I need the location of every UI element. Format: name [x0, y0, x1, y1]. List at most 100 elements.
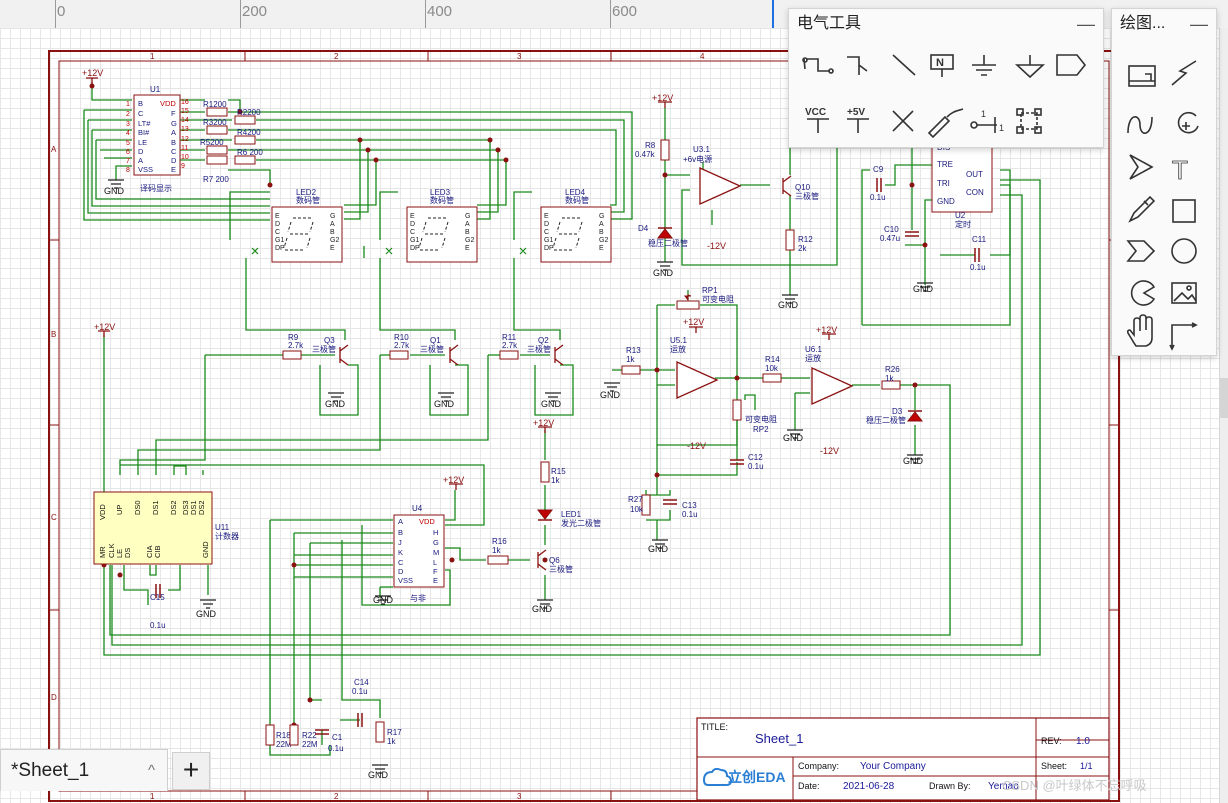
r15-resistor[interactable]: R15 1k — [540, 461, 566, 485]
c14-capacitor[interactable]: C14 0.1u — [352, 678, 369, 727]
frame-col-label: 2 — [334, 52, 339, 61]
svg-text:计数器: 计数器 — [215, 531, 239, 541]
scroll-handle[interactable] — [1220, 378, 1228, 418]
transistors[interactable] — [339, 175, 792, 571]
arc-icon[interactable] — [1177, 111, 1199, 134]
pin-icon[interactable]: 11 — [970, 109, 1004, 133]
group-icon[interactable] — [1016, 108, 1042, 134]
c13-capacitor[interactable]: C13 0.1u — [663, 499, 698, 519]
wires[interactable] — [83, 82, 1041, 756]
vcc-icon[interactable]: VCC — [805, 107, 829, 133]
r18-resistor[interactable]: R18 22M — [265, 724, 292, 749]
pencil-icon[interactable] — [1128, 195, 1156, 223]
ruler-tick — [240, 0, 241, 28]
net-port-icon[interactable] — [1056, 54, 1087, 76]
corner-icon[interactable] — [1169, 322, 1198, 351]
svg-text:定时: 定时 — [955, 219, 971, 229]
svg-text:22M: 22M — [302, 740, 318, 749]
base-resistors[interactable] — [282, 350, 519, 360]
netflag-gnd-icon[interactable] — [1014, 55, 1046, 79]
svg-text:DS0: DS0 — [133, 500, 142, 515]
pie-icon[interactable] — [1130, 280, 1156, 306]
svg-text:1k: 1k — [492, 546, 501, 555]
u11-counter[interactable]: VDD UP DS0 DS1 DS2 DS3 DS1 DS2 MR CLK LE… — [93, 491, 239, 565]
rect-icon[interactable] — [1172, 199, 1196, 223]
rp2-potentiometer[interactable]: 可变电阻 RP2 — [732, 399, 777, 434]
svg-text:DP: DP — [410, 245, 420, 252]
d4-zener[interactable]: D4 稳压二极管 — [638, 224, 688, 248]
svg-text:+12V: +12V — [652, 93, 673, 103]
resistor-bank[interactable] — [206, 107, 256, 165]
u1-decoder[interactable]: U1 译码显示 B C LT# BI# LE D A VSS VDD F G A… — [126, 85, 189, 193]
ground-icon[interactable] — [972, 55, 996, 76]
r27-resistor[interactable]: R27 10k — [628, 494, 651, 516]
r22-resistor[interactable]: R22 22M — [289, 724, 318, 749]
arrow-icon[interactable] — [1129, 154, 1154, 180]
no-connect-marks — [251, 247, 527, 255]
led1-diode[interactable]: LED1 发光二极管 — [536, 509, 601, 528]
svg-text:VDD: VDD — [98, 504, 107, 520]
net-label-icon[interactable]: N — [930, 54, 954, 77]
c12-capacitor[interactable]: C12 0.1u — [730, 453, 764, 471]
svg-text:+12V: +12V — [683, 317, 704, 327]
tab-sheet-1[interactable]: *Sheet_1 ^ — [0, 749, 168, 791]
d3-zener[interactable]: D3 稳压二极管 — [866, 407, 924, 425]
bezier-icon[interactable] — [1127, 116, 1153, 134]
vertical-scrollbar[interactable] — [1219, 28, 1228, 803]
schematic-canvas[interactable]: 1 2 3 4 1 2 3 4 5 A B C D — [0, 28, 1228, 803]
svg-text:GND: GND — [325, 399, 346, 409]
schematic-drawing[interactable]: 1 2 3 4 1 2 3 4 5 A B C D — [0, 28, 1228, 803]
svg-text:Company:: Company: — [798, 761, 839, 771]
rp1-potentiometer[interactable]: RP1 可变电阻 — [676, 286, 734, 310]
svg-text:D: D — [398, 567, 404, 576]
bus-icon[interactable] — [847, 56, 868, 75]
line-icon[interactable] — [892, 54, 916, 76]
svg-text:GND: GND — [913, 284, 934, 294]
svg-text:VCC: VCC — [805, 107, 826, 118]
r12-resistor[interactable]: R12 2k — [785, 229, 813, 253]
minimize-button[interactable]: — — [1077, 14, 1095, 34]
wire-icon[interactable] — [802, 57, 834, 74]
add-sheet-button[interactable]: + — [172, 752, 210, 790]
c15-capacitor[interactable]: C15 0.1u — [150, 584, 166, 630]
pin-number: 1 — [126, 101, 130, 108]
r8-resistor[interactable]: R8 0.47k — [635, 139, 670, 161]
r13-resistor[interactable]: R13 1k — [621, 346, 641, 375]
image-frame-icon[interactable] — [1128, 65, 1156, 87]
polyline-icon[interactable] — [1171, 60, 1197, 86]
u5-opamp[interactable]: U5.1 运放 — [670, 336, 719, 400]
plus5v-icon[interactable]: +5V — [847, 107, 869, 133]
svg-text:稳压二极管: 稳压二极管 — [866, 415, 906, 425]
c1-capacitor[interactable]: C1 0.1u — [315, 729, 344, 753]
u3-opamp[interactable]: U3.1 +6v电源 — [683, 145, 742, 206]
svg-text:0.1u: 0.1u — [328, 744, 344, 753]
r17-resistor[interactable]: R17 1k — [375, 721, 402, 746]
r16-resistor[interactable]: R16 1k — [487, 537, 509, 565]
pin-label: A — [138, 156, 143, 165]
svg-text:DS: DS — [123, 548, 132, 558]
picture-icon[interactable] — [1171, 282, 1197, 304]
svg-text:2.7k: 2.7k — [288, 341, 304, 350]
minimize-button[interactable]: — — [1190, 14, 1208, 34]
probe-icon[interactable] — [927, 108, 964, 139]
svg-text:VSS: VSS — [398, 576, 413, 585]
r14-resistor[interactable]: R14 10k — [762, 355, 782, 383]
svg-text:0.1u: 0.1u — [870, 193, 886, 202]
no-connect-icon[interactable] — [892, 110, 914, 132]
u6-opamp[interactable]: U6.1 运放 — [805, 345, 854, 406]
circle-icon[interactable] — [1171, 238, 1197, 264]
polygon-icon[interactable] — [1126, 240, 1156, 262]
svg-text:U3.1: U3.1 — [693, 145, 710, 154]
svg-text:DP: DP — [544, 245, 554, 252]
text-icon[interactable]: T — [1172, 155, 1189, 186]
u4-nand[interactable]: A B J K C D VSS VDD H G M L F E U4 与非 — [393, 504, 445, 603]
hand-icon[interactable] — [1126, 314, 1153, 347]
u2-timer[interactable]: DIS TRE TRI GND OUT CON U2 定时 — [931, 139, 993, 229]
chevron-up-icon[interactable]: ^ — [147, 762, 155, 779]
timer-caps[interactable] — [876, 178, 980, 262]
pin-number: 10 — [181, 154, 189, 161]
r26-resistor[interactable]: R26 1k — [881, 365, 901, 390]
